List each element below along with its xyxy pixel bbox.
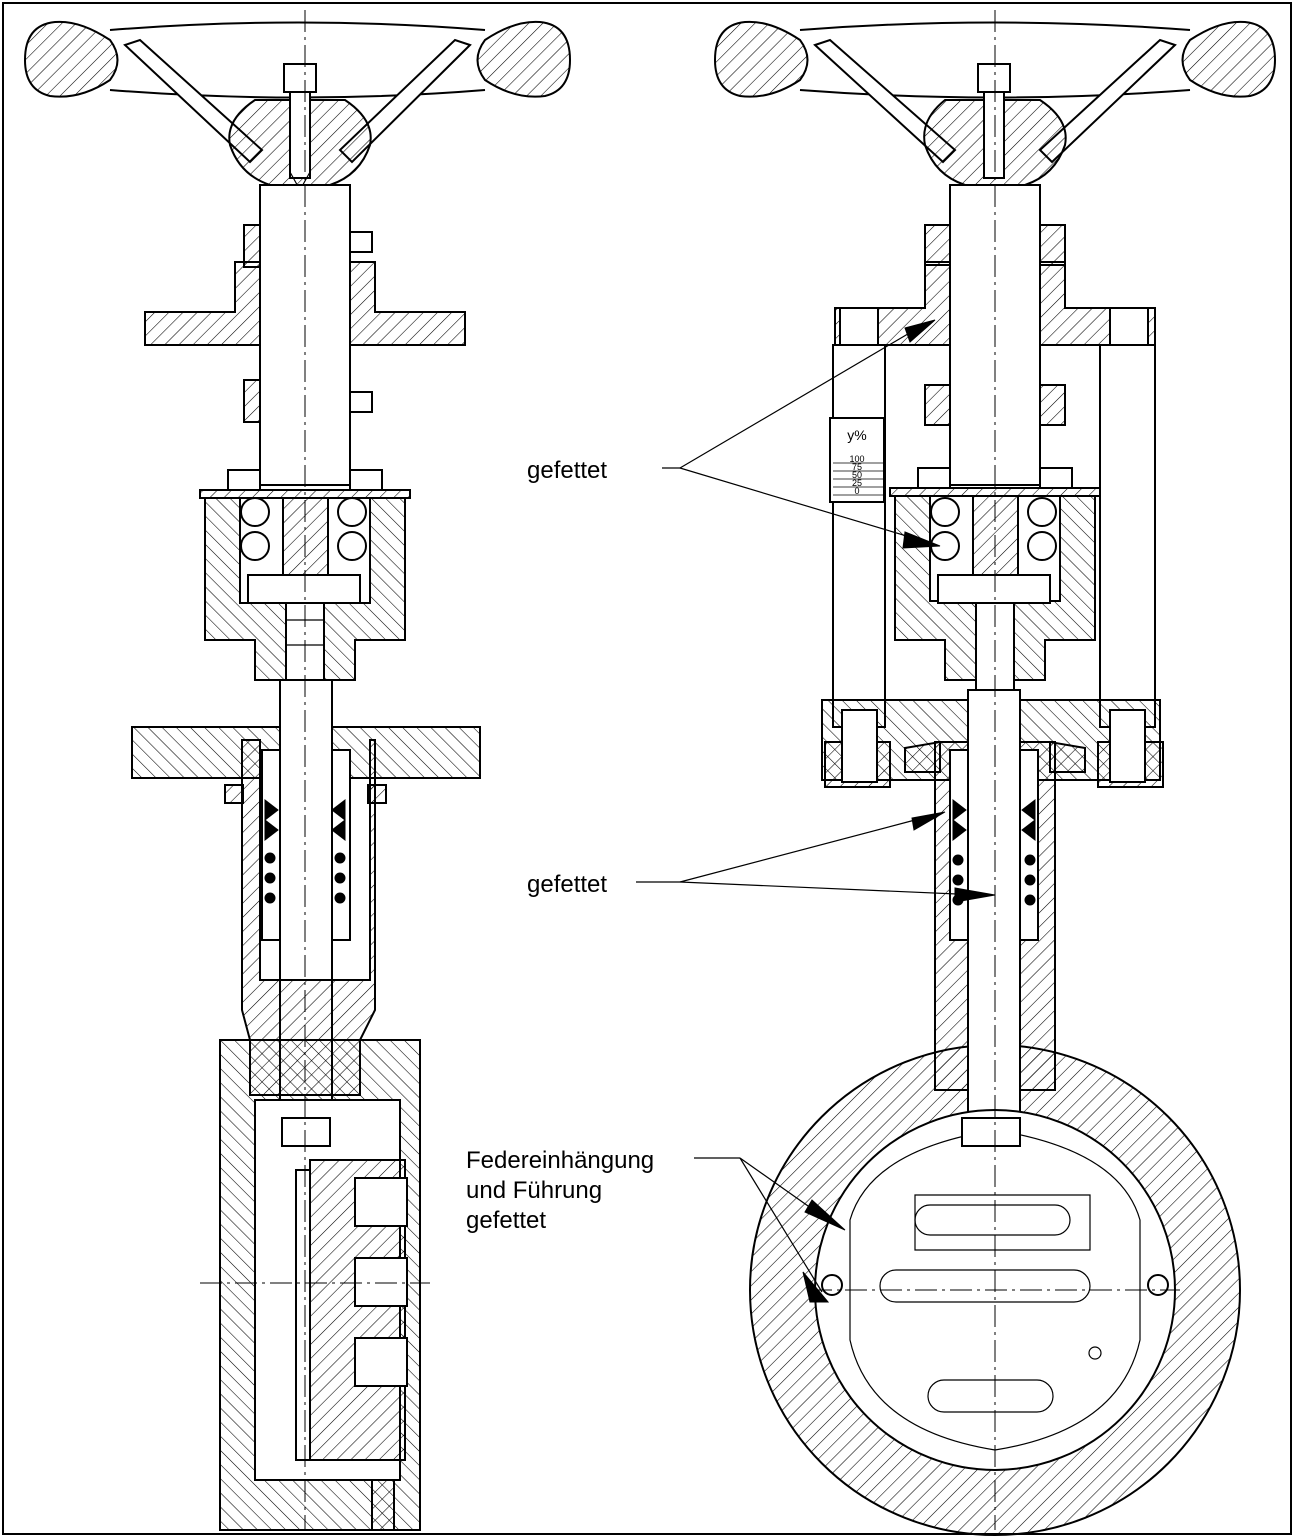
right-yoke-column-right <box>1099 344 1156 728</box>
arrow-head <box>954 887 996 903</box>
position-indicator <box>829 417 885 503</box>
left-spring-coils <box>264 798 346 904</box>
arrow-head <box>911 811 946 831</box>
scale-unit: y% <box>847 427 866 443</box>
scale-mark-50: 50 <box>852 470 862 480</box>
right-spring-coils <box>952 798 1036 906</box>
leader-lines <box>636 319 996 1303</box>
label-greased-lower: gefettet <box>527 871 607 898</box>
left-view-valve-section <box>23 10 572 1531</box>
label-spring-mount-line2: und Führung <box>466 1177 602 1204</box>
left-handwheel <box>23 20 572 192</box>
label-spring-mount-line1: Federeinhängung <box>466 1147 654 1174</box>
label-greased-upper: gefettet <box>527 457 607 484</box>
scale-mark-100: 100 <box>849 454 864 464</box>
scale-mark-25: 25 <box>852 478 862 488</box>
scale-mark-0: 0 <box>854 486 859 496</box>
right-valve-disc <box>849 1129 1141 1451</box>
scale-mark-75: 75 <box>852 462 862 472</box>
right-valve-stem <box>967 689 1021 1131</box>
label-spring-mount-line3: gefettet <box>466 1207 546 1234</box>
arrow-head <box>902 531 941 549</box>
arrow-head <box>904 319 936 343</box>
arrow-head <box>804 1199 846 1231</box>
right-yoke-column-left <box>832 344 886 728</box>
arrow-head <box>802 1271 830 1303</box>
right-view-valve-section <box>713 10 1277 1536</box>
